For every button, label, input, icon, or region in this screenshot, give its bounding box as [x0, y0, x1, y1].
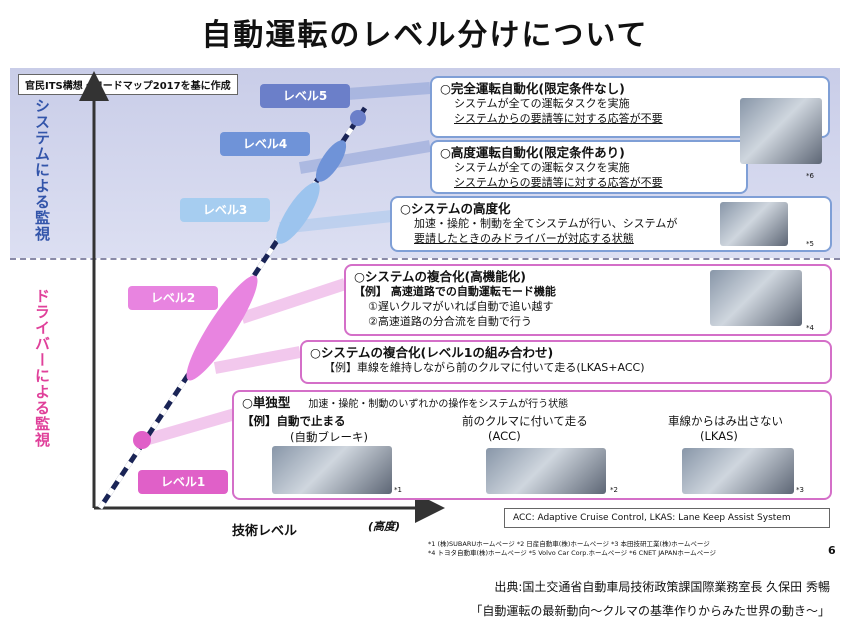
note-3: *3 — [796, 486, 804, 494]
level3-photo — [720, 202, 788, 246]
level4-shape — [315, 140, 347, 182]
level3-shape — [276, 182, 320, 244]
level4-box: ○高度運転自動化(限定条件あり) システムが全ての運転タスクを実施 システムから… — [430, 140, 748, 194]
level3-line2: 要請したときのみドライバーが対応する状態 — [414, 232, 634, 245]
x-axis-label: 技術レベル — [232, 524, 298, 539]
level5-label: レベル5 — [260, 84, 350, 108]
level3-note: *5 — [806, 240, 814, 248]
level1-heading: ○単独型 — [242, 395, 291, 410]
acc-photo — [486, 448, 606, 494]
y-label-driver: ドライバーによる監視 — [33, 288, 51, 448]
auto-brake-photo — [272, 446, 392, 494]
x-axis-sublabel: (高度) — [368, 520, 401, 533]
level5-line2: システムからの要請等に対する応答が不要 — [454, 112, 663, 125]
level2-shape — [186, 275, 258, 381]
level4-heading: ○高度運転自動化(限定条件あり) — [440, 145, 625, 160]
level5-note: *6 — [806, 172, 814, 180]
level3-heading: ○システムの高度化 — [400, 201, 511, 216]
level1-c3-sub: (LKAS) — [700, 429, 738, 443]
band-divider — [10, 258, 840, 260]
level-diagram-graphic — [79, 71, 445, 523]
level2-label: レベル2 — [128, 286, 218, 310]
note-2: *2 — [610, 486, 618, 494]
connector-l2 — [240, 278, 347, 324]
citation-line1: 出典:国土交通省自動車局技術政策課国際業務室長 久保田 秀暢 — [494, 580, 830, 594]
connector-l1 — [143, 408, 237, 446]
level2-line2: ①遅いクルマがいれば自動で追い越す — [368, 300, 554, 313]
connector-l2b — [213, 346, 302, 374]
level1-c3-label: 車線からはみ出さない — [668, 414, 783, 428]
level2b-line1: 【例】車線を維持しながら前のクルマに付いて走る(LKAS+ACC) — [324, 361, 645, 374]
credits: *1 (株)SUBARUホームページ *2 日産自動車(株)ホームページ *3 … — [428, 540, 828, 558]
credits-line1: *1 (株)SUBARUホームページ *2 日産自動車(株)ホームページ *3 … — [428, 540, 710, 548]
level1-c2-label: 前のクルマに付いて走る — [462, 414, 588, 428]
level2-note: *4 — [806, 324, 814, 332]
level2b-heading: ○システムの複合化(レベル1の組み合わせ) — [310, 345, 554, 360]
level5-line1: システムが全ての運転タスクを実施 — [454, 97, 630, 110]
level4-line2: システムからの要請等に対する応答が不要 — [454, 176, 663, 189]
page-number: 6 — [828, 544, 836, 557]
level4-line1: システムが全ての運転タスクを実施 — [454, 161, 630, 174]
acc-lkas-note: ACC: Adaptive Cruise Control, LKAS: Lane… — [504, 508, 830, 528]
source-note: 官民ITS構想・ロードマップ2017を基に作成 — [18, 74, 238, 95]
level1-desc: 加速・操舵・制動のいずれかの操作をシステムが行う状態 — [308, 399, 569, 410]
level2-combination-box: ○システムの複合化(レベル1の組み合わせ) 【例】車線を維持しながら前のクルマに… — [300, 340, 832, 384]
level3-line1: 加速・操舵・制動を全てシステムが行い、システムが — [414, 217, 678, 230]
level1-ex-sub: (自動ブレーキ) — [290, 430, 368, 444]
level1-label: レベル1 — [138, 470, 228, 494]
level1-ex-label: 【例】自動で止まる — [242, 414, 346, 428]
level2-photo — [710, 270, 802, 326]
level2-line3: ②高速道路の分合流を自動で行う — [368, 315, 532, 328]
lkas-photo — [682, 448, 794, 494]
slide: 官民ITS構想・ロードマップ2017を基に作成 システムによる監視 ドライバーに… — [10, 68, 840, 568]
level2-line1: 【例】 高速道路での自動運転モード機能 — [354, 285, 556, 298]
credits-line2: *4 トヨタ自動車(株)ホームページ *5 Volvo Car Corp.ホーム… — [428, 549, 716, 557]
level5-marker — [350, 110, 366, 126]
level3-label: レベル3 — [180, 198, 270, 222]
y-label-system: システムによる監視 — [33, 98, 51, 242]
level1-c2-sub: (ACC) — [488, 429, 521, 443]
level4-label: レベル4 — [220, 132, 310, 156]
level5-heading: ○完全運転自動化(限定条件なし) — [440, 81, 625, 96]
level1-marker — [133, 431, 151, 449]
citation-line2: 「自動運転の最新動向〜クルマの基準作りからみた世界の動き〜」 — [470, 604, 830, 618]
note-1: *1 — [394, 486, 402, 494]
page-title: 自動運転のレベル分けについて — [201, 18, 649, 53]
level2-heading: ○システムの複合化(高機能化) — [354, 269, 526, 284]
level5-photo — [740, 98, 822, 164]
